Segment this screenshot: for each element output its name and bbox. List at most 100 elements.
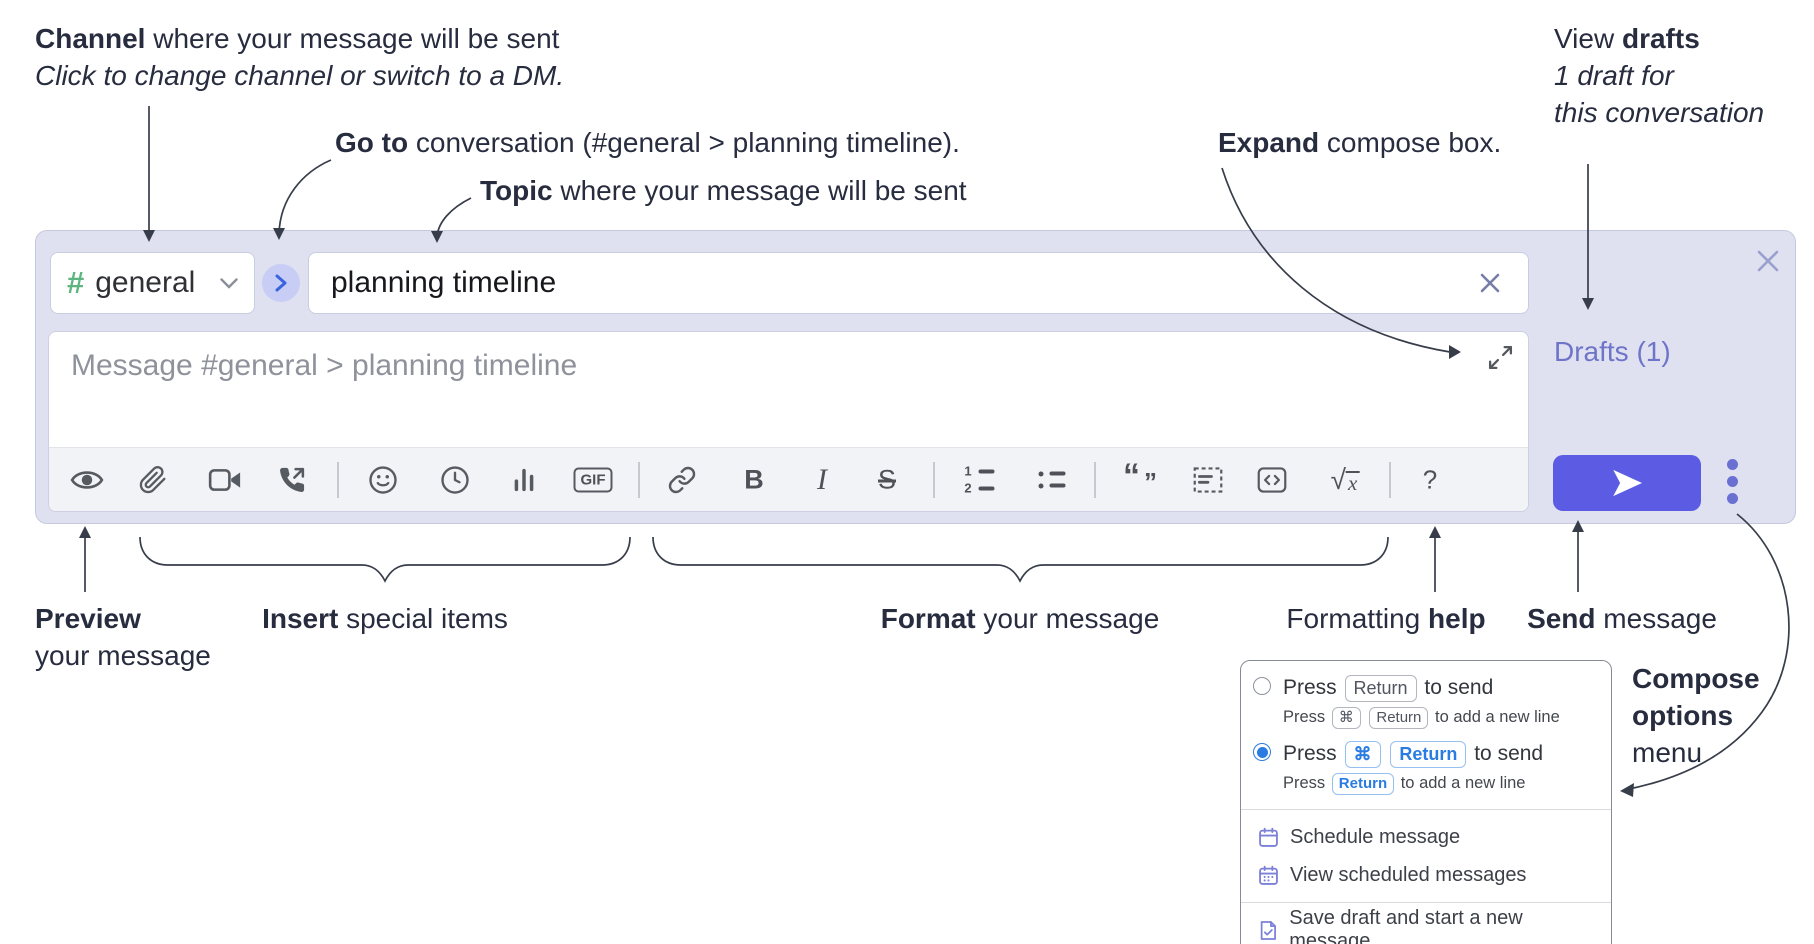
menu-item-label: Save draft and start a new message: [1289, 907, 1523, 944]
bulleted-list-button[interactable]: [1037, 469, 1068, 490]
quote-close-glyph: ”: [1144, 466, 1157, 497]
annotation-preview-line2: your message: [35, 640, 211, 671]
drafts-link[interactable]: Drafts (1): [1554, 336, 1671, 367]
message-placeholder: Message #general > planning timeline: [71, 349, 578, 382]
compose-options-menu-button[interactable]: [1726, 459, 1738, 504]
numbered-list-button[interactable]: 1 2: [962, 464, 997, 495]
opt1-sub-press: Press: [1283, 708, 1326, 726]
message-box[interactable]: Message #general > planning timeline: [48, 331, 1529, 512]
spoiler-button[interactable]: [1191, 464, 1225, 496]
poll-button[interactable]: [508, 464, 540, 496]
attach-file-button[interactable]: [137, 463, 170, 496]
opt2-sub-tail: to add a new line: [1400, 774, 1526, 792]
strikethrough-button[interactable]: S: [876, 462, 898, 497]
clock-icon: [441, 465, 469, 494]
opt1-tail: to send: [1424, 676, 1494, 699]
annotation-channel-italic: Click to change channel or switch to a D…: [35, 60, 565, 91]
compose-toolbar: GIF B I S: [49, 447, 1528, 511]
annotation-topic: Topic where your message will be sent: [480, 172, 967, 209]
link-button[interactable]: [666, 463, 699, 496]
smiley-icon: [369, 465, 397, 494]
radio-selected-icon[interactable]: [1253, 743, 1271, 761]
annotation-expand: Expand compose box.: [1218, 124, 1501, 161]
option-cmd-enter-to-send[interactable]: Press ⌘ Return to send Press Return to a…: [1253, 739, 1599, 795]
annotation-drafts-line2: 1 draft for: [1554, 60, 1674, 91]
close-compose-button[interactable]: [1754, 247, 1782, 275]
annotation-help-regular: Formatting: [1286, 603, 1429, 634]
gif-icon: GIF: [573, 467, 613, 492]
strikethrough-icon: S: [877, 464, 897, 494]
annotation-compose-options: Compose options menu: [1632, 660, 1760, 771]
annotation-formatting-help: Formatting help: [1286, 600, 1485, 637]
annotation-send-rest: message: [1595, 603, 1717, 634]
annotation-preview: Preview your message: [35, 600, 211, 674]
opt1-press: Press: [1283, 676, 1337, 699]
cmd-keycap: ⌘: [1331, 707, 1361, 729]
preview-button[interactable]: [68, 465, 106, 495]
goto-conversation-button[interactable]: [262, 264, 300, 302]
message-formatting-help-button[interactable]: ?: [1421, 462, 1439, 497]
topic-value: planning timeline: [331, 266, 557, 299]
quote-button[interactable]: “ ”: [1121, 457, 1159, 497]
gif-button[interactable]: GIF: [572, 465, 615, 494]
channel-hash-icon: #: [67, 265, 85, 300]
annotation-view-drafts: View drafts 1 draft for this conversatio…: [1554, 20, 1764, 131]
annotation-compose-line2: options: [1632, 700, 1734, 731]
expand-compose-button[interactable]: [1487, 344, 1514, 371]
italic-button[interactable]: I: [815, 461, 829, 499]
time-button[interactable]: [438, 463, 472, 497]
annotation-insert: Insert special items: [262, 600, 508, 637]
code-button[interactable]: [1255, 464, 1289, 496]
return-keycap-blue: Return: [1331, 773, 1395, 795]
chevron-right-icon: [275, 274, 287, 292]
ellipsis-icon: [1726, 459, 1738, 470]
math-x-glyph: x: [1346, 470, 1360, 495]
link-icon: [668, 466, 696, 493]
paperclip-icon: [139, 465, 166, 493]
annotation-channel-rest: where your message will be sent: [145, 23, 560, 54]
audio-call-button[interactable]: [276, 463, 309, 496]
menu-item-view-scheduled[interactable]: View scheduled messages: [1253, 856, 1599, 894]
toolbar-divider: [933, 461, 935, 498]
radio-unselected-icon[interactable]: [1253, 677, 1271, 695]
topic-clear-button[interactable]: [1478, 271, 1502, 295]
bold-icon: B: [744, 464, 764, 494]
quote-open-glyph: “: [1123, 456, 1140, 495]
send-button[interactable]: [1553, 455, 1701, 511]
calendar-grid-icon: [1259, 865, 1278, 885]
annotation-send: Send message: [1527, 600, 1717, 637]
menu-item-schedule-message[interactable]: Schedule message: [1253, 818, 1599, 856]
quote-icon: “ ”: [1123, 457, 1157, 497]
code-icon: [1257, 466, 1287, 493]
bold-button[interactable]: B: [742, 462, 766, 497]
option-enter-to-send[interactable]: Press Return to send Press ⌘ Return to a…: [1253, 673, 1599, 729]
return-keycap-blue: Return: [1390, 741, 1467, 768]
italic-icon: I: [817, 462, 827, 496]
phone-call-icon: [280, 467, 305, 492]
ol-number-2: 2: [964, 480, 972, 495]
opt1-sub-tail: to add a new line: [1435, 708, 1560, 726]
topic-input[interactable]: planning timeline: [308, 252, 1529, 314]
opt2-tail: to send: [1474, 742, 1544, 765]
emoji-button[interactable]: [366, 463, 400, 497]
draft-section: Save draft and start a new message: [1241, 903, 1611, 944]
math-button[interactable]: √x: [1329, 465, 1362, 495]
annotation-insert-bold: Insert: [262, 603, 339, 634]
cmd-keycap-blue: ⌘: [1344, 741, 1381, 768]
menu-item-save-draft[interactable]: Save draft and start a new message: [1253, 907, 1599, 944]
annotation-goto-rest: conversation (#general > planning timeli…: [408, 127, 960, 158]
menu-divider: [1241, 902, 1611, 903]
toolbar-divider: [1094, 461, 1096, 498]
clear-x-icon: [1480, 273, 1500, 293]
toolbar-divider: [337, 461, 339, 498]
menu-item-label: Schedule message: [1290, 825, 1461, 848]
video-call-button[interactable]: [207, 465, 244, 495]
bulleted-list-icon: [1038, 471, 1066, 488]
close-icon: [1757, 250, 1779, 272]
question-mark-icon: ?: [1422, 464, 1438, 494]
ol-number-1: 1: [964, 463, 972, 478]
annotation-topic-bold: Topic: [480, 175, 553, 206]
channel-select[interactable]: # general: [50, 252, 255, 314]
radical-glyph: √: [1330, 463, 1347, 495]
